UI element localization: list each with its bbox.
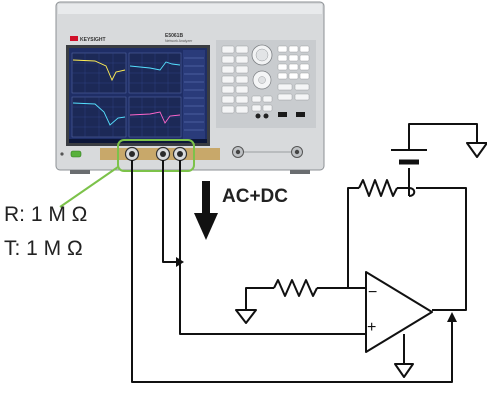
ground-symbol-opamp [394, 363, 414, 378]
keypad-key[interactable] [288, 54, 299, 62]
softkey[interactable] [235, 85, 249, 94]
softkey[interactable] [277, 93, 293, 101]
keypad-key[interactable] [299, 54, 310, 62]
lf-out-port[interactable] [124, 146, 140, 162]
opamp-inverting-label: − [368, 284, 378, 301]
analyzer-foot-left [70, 170, 90, 174]
brand-mark [70, 36, 78, 41]
softkey[interactable] [235, 105, 249, 114]
ground-symbol-supply [466, 142, 487, 158]
port-t[interactable] [172, 146, 188, 162]
port-r-impedance-label: R: 1 M Ω [4, 203, 88, 226]
opamp-noninverting-label: + [367, 319, 377, 336]
keypad-key[interactable] [277, 45, 288, 53]
softkey[interactable] [221, 65, 235, 74]
brand-logo: KEYSIGHT [80, 37, 106, 43]
wire-feedback-right [416, 187, 467, 311]
softkey[interactable] [262, 104, 273, 112]
resistor-input [273, 279, 318, 297]
softkey[interactable] [251, 104, 262, 112]
softkey[interactable] [235, 65, 249, 74]
model-subtitle: Network Analyzer [165, 39, 193, 43]
port-r[interactable] [155, 146, 171, 162]
softkey[interactable] [294, 83, 310, 91]
analyzer-screen [69, 48, 207, 143]
power-button[interactable] [70, 150, 82, 158]
softkey[interactable] [221, 75, 235, 84]
rf-port-1[interactable] [232, 146, 244, 158]
softkey[interactable] [221, 85, 235, 94]
softkey[interactable] [262, 95, 273, 103]
usb-port[interactable] [296, 112, 305, 117]
opamp [365, 271, 433, 353]
circuit [131, 123, 487, 383]
keypad-key[interactable] [299, 72, 310, 80]
wire-feedback-out [397, 187, 416, 197]
power-indicator [60, 152, 64, 156]
keypad-key[interactable] [277, 63, 288, 71]
softkey[interactable] [235, 45, 249, 54]
usb-port[interactable] [278, 112, 287, 117]
arrow-head-output [447, 312, 457, 322]
softkey[interactable] [294, 93, 310, 101]
network-analyzer: KEYSIGHT E5061B Network Analyzer [55, 1, 325, 174]
ac-dc-arrow [194, 181, 218, 240]
wire-battery-top [408, 123, 478, 150]
analyzer-foot-right [290, 170, 310, 174]
front-jack[interactable] [263, 113, 269, 119]
wire-feedback [347, 187, 359, 288]
wire-port-t [179, 160, 366, 335]
wire-inverting [245, 287, 274, 305]
softkey[interactable] [277, 83, 293, 91]
keypad-key[interactable] [288, 45, 299, 53]
keypad-key[interactable] [277, 54, 288, 62]
keypad-key[interactable] [299, 45, 310, 53]
ground-symbol-left [235, 309, 257, 324]
keypad-key[interactable] [288, 72, 299, 80]
keypad-key[interactable] [299, 63, 310, 71]
softkey[interactable] [235, 75, 249, 84]
softkey[interactable] [251, 95, 262, 103]
softkey[interactable] [221, 105, 235, 114]
model-number: E5061B [165, 33, 183, 39]
port-highlight-box [117, 139, 195, 172]
keypad-key[interactable] [288, 63, 299, 71]
port-callout-leader [59, 166, 119, 208]
coupling-mode-label: AC+DC [222, 186, 288, 207]
wire-lf-out [131, 160, 453, 383]
control-panel [216, 40, 316, 128]
softkey[interactable] [221, 45, 235, 54]
front-jack[interactable] [255, 113, 261, 119]
port-t-impedance-label: T: 1 M Ω [4, 237, 83, 260]
rf-port-2[interactable] [291, 146, 303, 158]
keypad-key[interactable] [277, 72, 288, 80]
softkey[interactable] [235, 55, 249, 64]
softkey[interactable] [221, 55, 235, 64]
wire-port-r [162, 160, 178, 263]
analyzer-top-shade [58, 4, 322, 14]
softkey[interactable] [221, 95, 235, 104]
resistor-feedback [358, 179, 398, 197]
softkey[interactable] [235, 95, 249, 104]
